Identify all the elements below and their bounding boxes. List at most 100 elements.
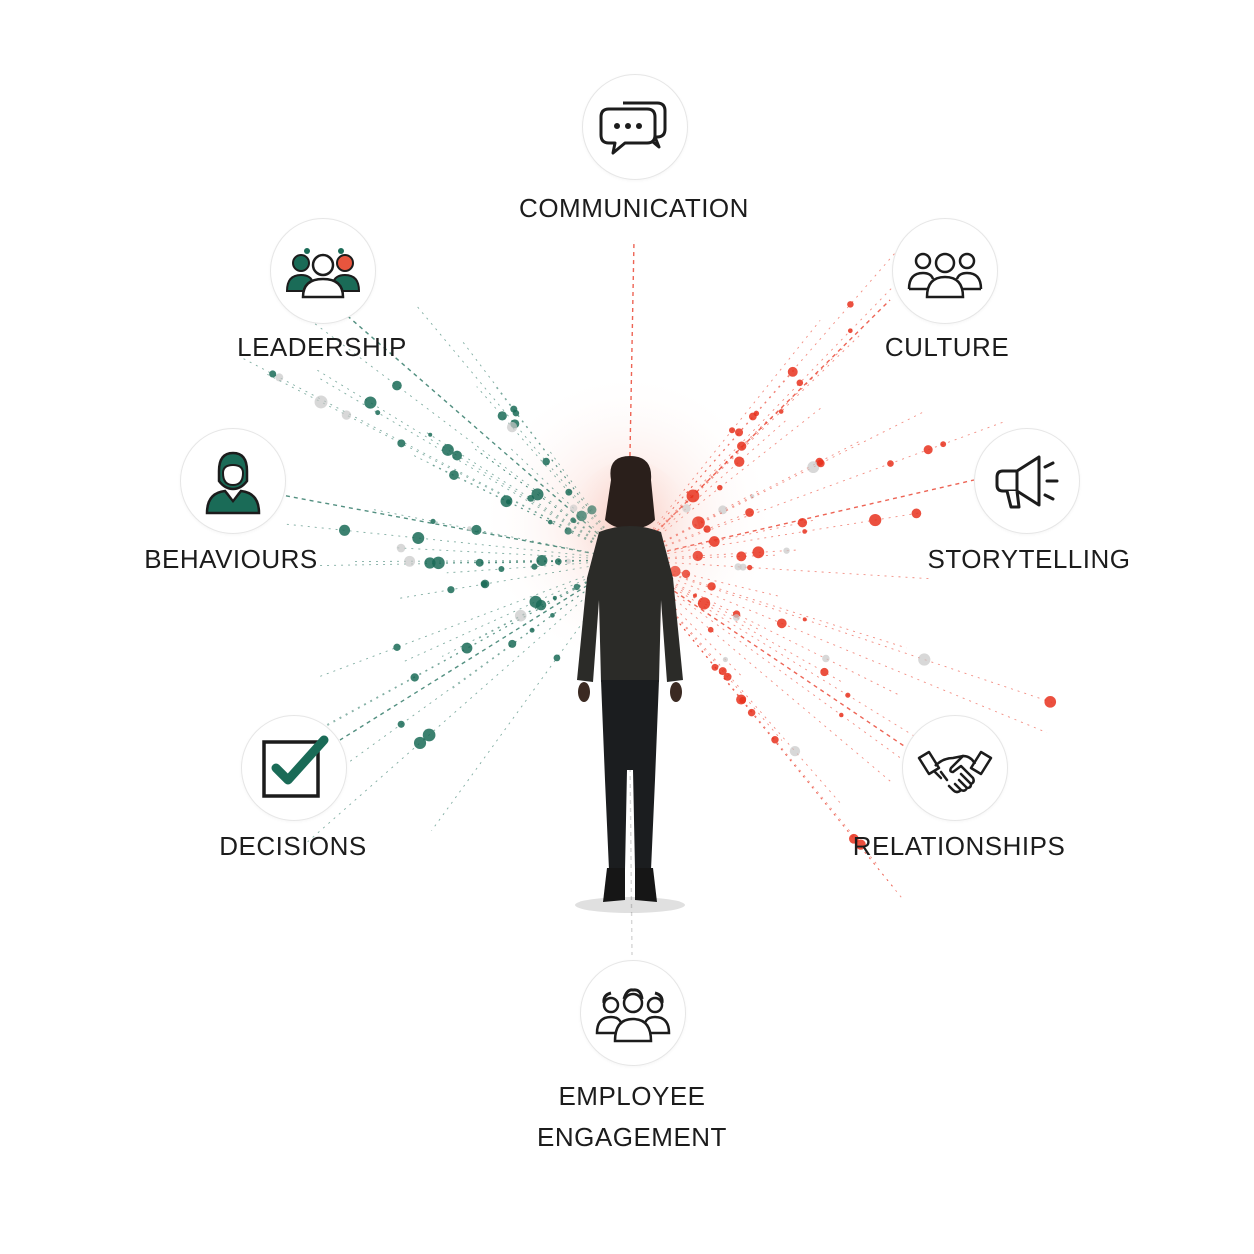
scatter-ray (663, 578, 763, 632)
particle-dot (506, 421, 518, 433)
particle-dot (481, 580, 488, 588)
scatter-ray (653, 589, 844, 807)
scatter-ray (298, 578, 594, 741)
particle-dot (747, 708, 756, 717)
particle-dot (531, 488, 544, 501)
scatter-ray (307, 586, 599, 843)
scatter-ray (267, 373, 593, 543)
particle-dot (869, 513, 882, 527)
storytelling-label: STORYTELLING (927, 544, 1131, 574)
checkbox-icon (262, 735, 329, 798)
decisions-label: DECISIONS (219, 831, 367, 861)
particle-dot (802, 617, 807, 622)
particle-dot (734, 456, 745, 467)
particle-dot (514, 609, 527, 622)
particle-dot (789, 745, 801, 757)
particle-dot (452, 450, 463, 461)
chat-bubbles-icon (599, 101, 667, 155)
scatter-ray (655, 258, 921, 532)
particle-dot (807, 461, 820, 474)
person-silhouette (555, 456, 705, 913)
particle-dot (839, 712, 844, 718)
particle-dot (802, 529, 807, 534)
particle-dot (447, 586, 455, 594)
main-ray (627, 299, 891, 561)
particle-dot (475, 558, 484, 567)
scatter-ray (446, 562, 589, 574)
particle-dot (735, 428, 744, 437)
particle-dot (497, 411, 507, 421)
particle-dot (783, 547, 790, 554)
particle-dot (375, 410, 381, 416)
culture-label: CULTURE (884, 332, 1010, 362)
particle-dot (412, 532, 425, 544)
particle-dot (413, 736, 427, 750)
particle-dot (707, 626, 714, 633)
scatter-ray (284, 523, 589, 557)
particle-dot (531, 563, 538, 570)
particle-dot (771, 736, 779, 744)
particle-dot (747, 564, 753, 571)
scatter-ray (652, 590, 878, 865)
particle-dot (911, 508, 922, 519)
particle-dot (796, 379, 804, 387)
particle-dot (778, 409, 784, 414)
particle-dot (498, 566, 505, 572)
particle-dot (393, 643, 401, 651)
behaviours-label: BEHAVIOURS (144, 544, 318, 574)
particle-dot (718, 505, 728, 515)
particle-dot (734, 563, 742, 571)
scatter-ray (242, 357, 593, 542)
particle-dot (732, 614, 740, 622)
particle-dot (739, 563, 747, 571)
particle-dot (552, 595, 557, 601)
relationships-node (902, 715, 1008, 821)
particle-dot (708, 536, 720, 547)
main-ray (627, 239, 635, 561)
particle-dot (341, 410, 352, 420)
particle-dot (424, 557, 436, 569)
particle-dot (404, 555, 416, 567)
particle-dot (707, 582, 716, 591)
scatter-ray (665, 572, 1052, 703)
particle-dot (752, 546, 765, 559)
particle-dot (471, 524, 482, 536)
scatter-ray (666, 571, 907, 649)
particle-dot (449, 470, 459, 480)
particle-dot (467, 526, 472, 532)
particle-dot (392, 380, 402, 391)
team-leader-icon (285, 248, 361, 299)
particle-dot (736, 694, 747, 705)
particle-dot (339, 524, 351, 536)
storytelling-node (974, 428, 1080, 534)
particle-dot (565, 488, 573, 496)
particle-dot (820, 667, 829, 677)
scatter-ray (309, 583, 596, 791)
communication-label: COMMUNICATION (519, 193, 749, 223)
particle-dot (703, 525, 711, 533)
engagement-label-line1: EMPLOYEE (558, 1081, 706, 1111)
particle-dot (527, 494, 535, 502)
particle-dot (269, 370, 277, 378)
particle-dot (787, 366, 798, 377)
particle-dot (923, 445, 933, 455)
particle-dot (364, 396, 377, 409)
leadership-label: LEADERSHIP (237, 332, 407, 362)
particle-dot (845, 692, 851, 698)
scatter-ray (652, 590, 896, 891)
scatter-ray (665, 420, 1007, 547)
particle-dot (717, 484, 723, 491)
particle-dot (397, 439, 406, 448)
particle-dot (736, 551, 747, 562)
particle-dot (776, 618, 787, 629)
particle-dot (461, 642, 473, 654)
scatter-ray (351, 559, 589, 563)
particle-dot (422, 728, 436, 742)
particle-dot (822, 654, 830, 663)
scatter-ray (460, 338, 605, 529)
decisions-node (241, 715, 347, 821)
communication-node (582, 74, 688, 180)
scatter-ray (661, 580, 938, 751)
particle-dot (1044, 696, 1057, 708)
